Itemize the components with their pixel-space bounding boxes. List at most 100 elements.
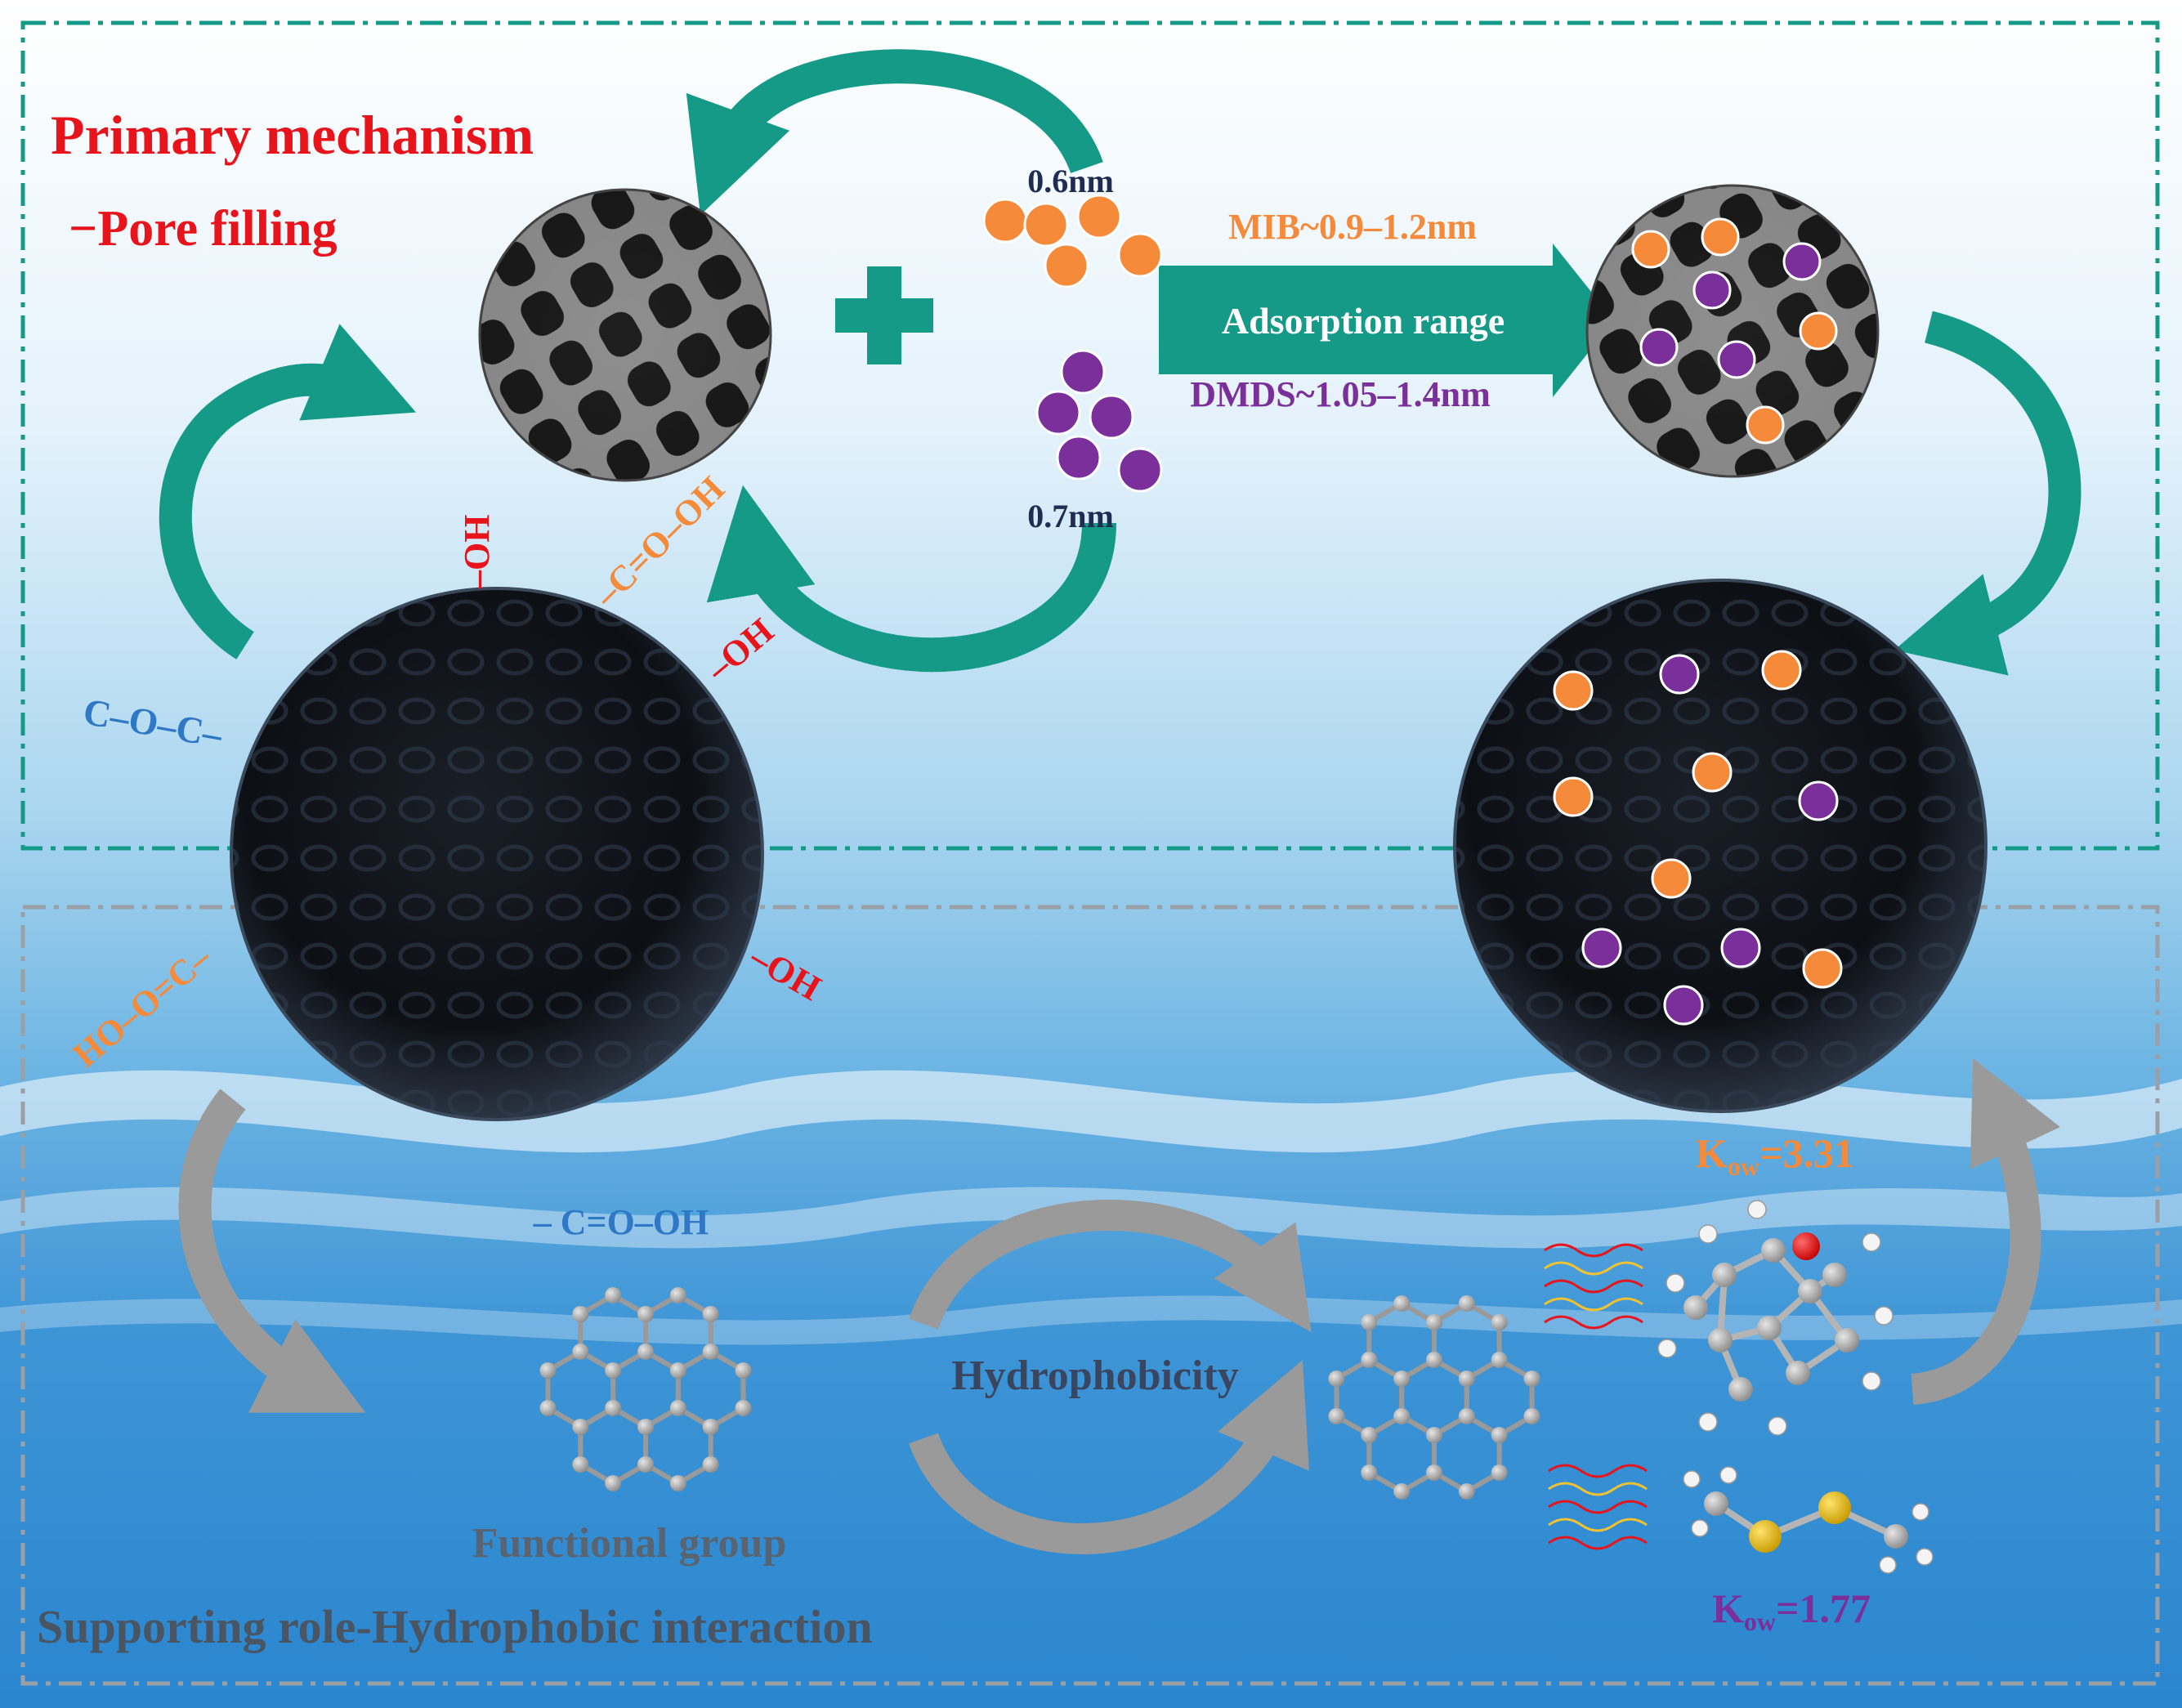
- hydrogen-atom: [1698, 1224, 1718, 1244]
- carbon-atom: [605, 1399, 622, 1416]
- carbon-atom: [1361, 1314, 1378, 1331]
- mib-atom: [1728, 1377, 1753, 1402]
- hydrogen-atom: [1683, 1470, 1701, 1488]
- carbon-atom: [1393, 1295, 1411, 1312]
- grey-arrow-right: [1910, 1057, 2060, 1405]
- adsorbed-mib: [1799, 311, 1838, 351]
- carbon-atom: [1426, 1426, 1443, 1443]
- loaded-carbon-sphere: [1453, 579, 1987, 1113]
- adsorbed-dmds: [1659, 654, 1700, 695]
- carbon-atom: [1361, 1464, 1378, 1481]
- carbon-atom: [637, 1306, 655, 1323]
- adsorbed-mib: [1631, 230, 1670, 269]
- hydrogen-atom: [1747, 1200, 1767, 1219]
- carbon-atom: [605, 1362, 622, 1379]
- dmds-molecule: [1060, 349, 1106, 395]
- mib-molecule: [982, 198, 1028, 244]
- carbon-atom: [1393, 1370, 1411, 1388]
- carbon-atom: [702, 1306, 719, 1323]
- carbon-atom: [539, 1400, 557, 1416]
- carbon-atom: [1458, 1407, 1475, 1424]
- carbon-atom: [572, 1418, 589, 1435]
- supporting-role-label: Supporting role-Hydrophobic interaction: [37, 1600, 873, 1653]
- adsorption-arrow-label: Adsorption range: [1222, 300, 1505, 342]
- lower-frame: [20, 905, 2160, 1686]
- functional-group-label: Functional group: [472, 1520, 787, 1567]
- carbon-atom: [1491, 1426, 1508, 1443]
- mib-size-label: 0.6nm: [1027, 163, 1114, 199]
- mib-atom: [1757, 1316, 1782, 1340]
- mib-atom: [1822, 1263, 1847, 1287]
- hydrogen-atom: [1874, 1306, 1894, 1326]
- carbon-atom: [605, 1474, 622, 1491]
- oxygen-atom: [1792, 1232, 1820, 1260]
- carbon-atom: [637, 1418, 655, 1435]
- adsorbed-mib: [1701, 217, 1740, 257]
- carbon-atom: [605, 1287, 622, 1304]
- interaction-wave: [1548, 1464, 1648, 1478]
- interaction-waves-top: [1544, 1243, 1643, 1330]
- carbon-atom: [1491, 1352, 1508, 1369]
- carbon-atom: [1491, 1314, 1508, 1331]
- hydrogen-atom: [1691, 1519, 1709, 1537]
- carbon-atom: [1491, 1464, 1508, 1481]
- hydrophobicity-label: Hydrophobicity: [951, 1353, 1239, 1399]
- mib-atom: [1786, 1361, 1810, 1385]
- carbon-atom: [1523, 1370, 1540, 1387]
- carbon-atom: [702, 1344, 719, 1361]
- adsorbed-dmds: [1692, 271, 1732, 310]
- adsorbed-dmds: [1663, 985, 1704, 1026]
- adsorbed-mib: [1802, 948, 1843, 989]
- dmds-molecule-cluster: [1035, 349, 1163, 493]
- carbon-atom: [1328, 1408, 1345, 1424]
- sem-image-empty: [478, 188, 772, 482]
- dmds-molecule: [1035, 390, 1081, 436]
- mib-atom: [1798, 1279, 1822, 1303]
- pore-filling-subtitle: −Pore filling: [69, 201, 338, 257]
- dmds-molecule: [1117, 447, 1163, 493]
- interaction-wave: [1548, 1518, 1648, 1532]
- adsorbed-dmds: [1798, 780, 1839, 821]
- group-cooh-lower: – C=O–OH: [533, 1202, 709, 1242]
- cycle-arrow-top: [686, 49, 1103, 216]
- carbon-atom: [702, 1455, 719, 1473]
- adsorbed-dmds: [1782, 242, 1822, 281]
- carbon-atom: [669, 1287, 686, 1304]
- adsorbed-dmds: [1581, 928, 1622, 968]
- adsorption-arrow: Adsorption range: [1159, 244, 1614, 397]
- adsorbed-mib: [1553, 670, 1594, 711]
- grey-arrow-hydro-top: [909, 1200, 1312, 1332]
- carbon-atom: [1458, 1482, 1475, 1500]
- sulfur-atom: [1818, 1491, 1851, 1524]
- carbon-atom: [1393, 1482, 1411, 1500]
- adsorbed-mib: [1692, 752, 1733, 793]
- plus-icon: [835, 266, 933, 364]
- carbon-atom: [637, 1455, 655, 1473]
- mib-atom: [1835, 1328, 1859, 1353]
- interaction-wave: [1544, 1261, 1643, 1276]
- carbon-atom: [1361, 1426, 1378, 1443]
- mib-molecule: [1076, 194, 1122, 239]
- adsorbed-mib: [1746, 405, 1785, 445]
- mib-molecule: [1044, 243, 1089, 288]
- carbon-atom: [1458, 1295, 1475, 1312]
- dmds-carbon-atom: [1704, 1491, 1728, 1516]
- adsorbed-mib: [1761, 650, 1802, 691]
- interaction-wave: [1548, 1482, 1648, 1496]
- cycle-arrow-bottom: [706, 485, 1116, 673]
- primary-mechanism-title: Primary mechanism: [51, 104, 534, 166]
- hydrogen-atom: [1862, 1371, 1881, 1391]
- interaction-wave: [1548, 1536, 1648, 1550]
- dmds-molecule: [1056, 435, 1102, 481]
- carbon-atom: [572, 1344, 589, 1361]
- group-oh-top: –OH: [457, 515, 497, 589]
- hydrogen-atom: [1862, 1232, 1881, 1252]
- upper-frame: [20, 20, 2160, 851]
- cycle-arrow-left-up: [159, 324, 417, 660]
- interaction-wave: [1544, 1315, 1643, 1330]
- dmds-3d-molecule: [1683, 1466, 1934, 1574]
- mib-range-label: MIB~0.9–1.2nm: [1228, 207, 1477, 247]
- activated-carbon-sphere: [230, 587, 764, 1121]
- carbon-atom: [637, 1344, 655, 1361]
